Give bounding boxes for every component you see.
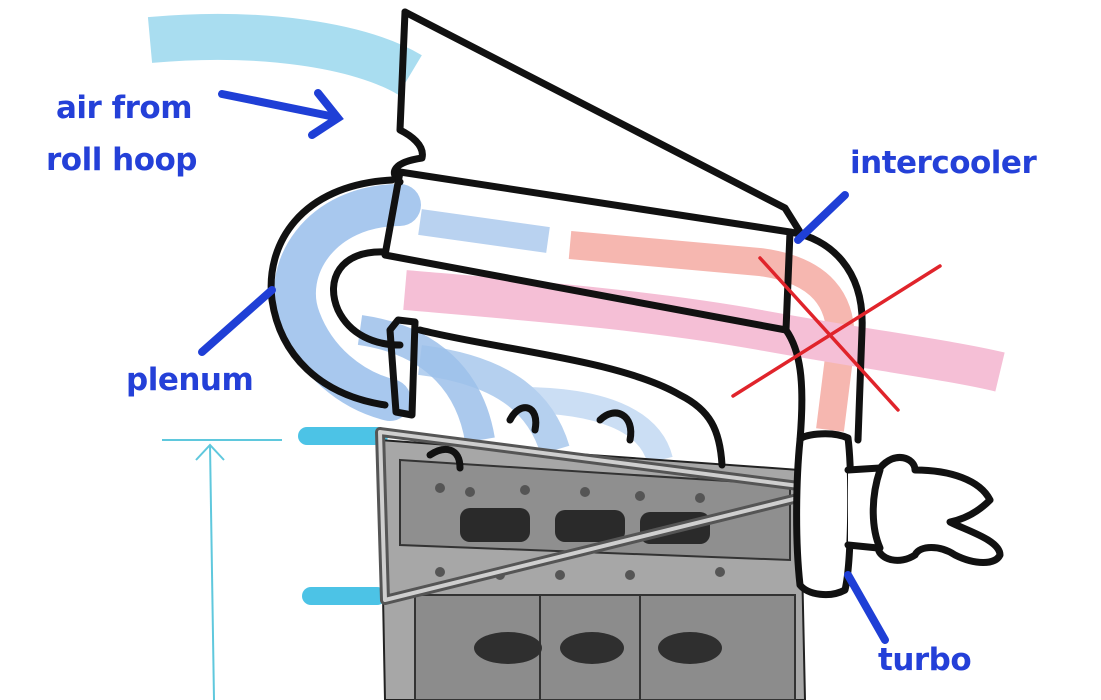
- turbo: [793, 430, 1004, 599]
- leader-lines: [198, 89, 889, 644]
- label-intercooler: intercooler: [850, 145, 1037, 181]
- arrow-icon: [218, 90, 334, 120]
- cold-air-band: [147, 13, 422, 96]
- label-air-from: air from: [56, 90, 192, 126]
- labels: air from roll hoop intercooler plenum tu…: [45, 89, 1040, 680]
- dimension-arrow: [162, 439, 282, 700]
- label-plenum: plenum: [126, 362, 253, 398]
- arrow-icon-head: [308, 89, 344, 139]
- label-turbo: turbo: [878, 642, 971, 678]
- label-roll-hoop: roll hoop: [46, 142, 197, 178]
- marker-tab-lower: [302, 587, 386, 605]
- cold-charge-band: [418, 209, 550, 253]
- cross-out-mark: [731, 256, 942, 412]
- hot-exhaust-band: [403, 270, 1005, 392]
- marker-tab-upper: [298, 427, 388, 445]
- engine-block: [375, 427, 838, 700]
- plenum-flow-band: [274, 184, 421, 421]
- plenum-leader: [198, 286, 276, 356]
- plenum: [267, 176, 726, 472]
- intercooler-leader: [794, 191, 849, 244]
- runner-flow-2: [418, 345, 570, 455]
- turbo-leader: [844, 571, 889, 644]
